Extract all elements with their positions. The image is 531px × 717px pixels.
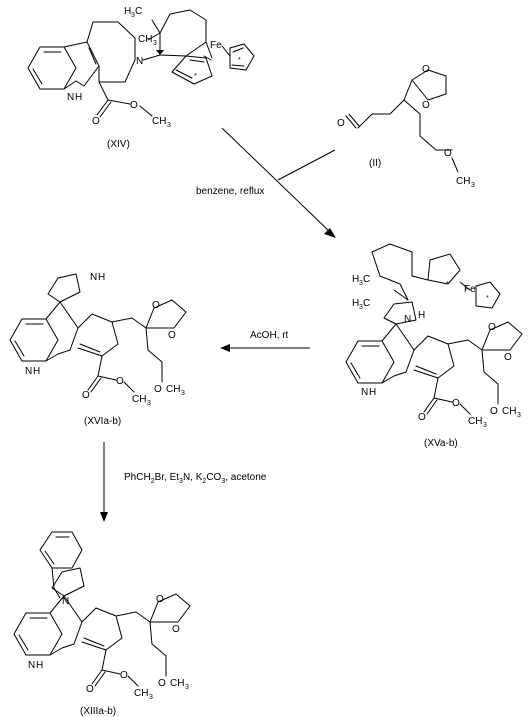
ch3-3: 3 xyxy=(153,40,157,47)
h3c-h: H xyxy=(124,6,131,17)
xva-dox-o2: O xyxy=(504,352,512,363)
dox-o1: O xyxy=(422,64,430,75)
compound-xvia: N H N H O O CH 3 O O O CH 3 xyxy=(9,272,187,407)
xiiia-ester-o: O xyxy=(120,670,128,681)
arrow-step2 xyxy=(220,344,310,352)
star-2: * xyxy=(238,57,241,64)
xva-star-1: * xyxy=(446,281,449,288)
ome-o: O xyxy=(444,148,452,159)
xiiia-ome-ch: CH xyxy=(170,678,184,689)
ester-o: O xyxy=(130,100,138,111)
xva-nh-n: N xyxy=(361,387,368,398)
compound-xva: N N H H O O CH 3 O O O CH 3 H 3 C H 3 C … xyxy=(345,243,523,429)
nh-n: N xyxy=(67,92,74,103)
xva-fe: Fe xyxy=(464,284,476,295)
xva-ome-ch: CH xyxy=(502,406,516,417)
xva-dox-o1: O xyxy=(488,322,496,333)
label-ii: (II) xyxy=(369,158,381,169)
xva-ch: CH xyxy=(468,416,482,427)
xvia-ind-n: N xyxy=(25,366,32,377)
carbonyl-o: O xyxy=(92,116,100,127)
xiiia-carbonyl-o: O xyxy=(86,684,94,695)
xvia-dox-o1: O xyxy=(152,300,160,311)
xva-ome-3: 3 xyxy=(517,412,521,419)
ome-ch: CH xyxy=(456,176,470,187)
h3c-c: C xyxy=(135,6,142,17)
xva-h3c-h: H xyxy=(352,274,359,285)
xvia-carbonyl-o: O xyxy=(82,390,90,401)
xva-star-2: * xyxy=(486,295,489,302)
xva-ome-o: O xyxy=(490,406,498,417)
cond-step3: PhCH2Br, Et3N, K2CO3, acetone xyxy=(124,472,267,485)
xva-n: N xyxy=(404,314,411,325)
xvia-nh-n: N xyxy=(90,272,97,283)
compound-xiiia: N N H O O CH 3 O O O CH 3 xyxy=(13,531,191,701)
xiiia-ch: CH xyxy=(134,688,148,699)
xvia-ch: CH xyxy=(132,394,146,405)
xvia-ind-h: H xyxy=(33,366,40,377)
xva-ester-o: O xyxy=(452,398,460,409)
xiiia-nh-h: H xyxy=(36,660,43,671)
dox-o2: O xyxy=(422,100,430,111)
xva-h3c2-c: C xyxy=(363,298,370,309)
xiiia-n: N xyxy=(62,596,69,607)
cond-step2: AcOH, rt xyxy=(250,330,289,341)
xiiia-dox-o1: O xyxy=(156,594,164,605)
xva-carbonyl-o: O xyxy=(418,412,426,423)
arrow-step1 xyxy=(221,127,336,238)
xva-h3c-3: 3 xyxy=(359,280,363,287)
star-1: * xyxy=(194,73,197,80)
label-xva-b: (XVa-b) xyxy=(424,438,458,449)
ome-3: 3 xyxy=(471,182,475,189)
ch3-label: CH xyxy=(138,34,152,45)
compound-xiv: N H N O O CH 3 H 3 C CH 3 Fe * * xyxy=(27,6,255,129)
xvia-ester-o: O xyxy=(116,376,124,387)
fe-label: Fe xyxy=(210,40,222,51)
nh-h: H xyxy=(75,92,82,103)
xiiia-ome-3: 3 xyxy=(185,684,189,691)
xva-h3c2-h: H xyxy=(352,298,359,309)
label-xiiia-b: (XIIIa-b) xyxy=(80,706,116,717)
xva-h: H xyxy=(418,310,425,321)
label-xiv: (XIV) xyxy=(107,139,130,150)
xiiia-ch-3: 3 xyxy=(149,694,153,701)
ald-o: O xyxy=(337,118,345,129)
xvia-ch-3: 3 xyxy=(147,400,151,407)
methyl-ch: CH xyxy=(152,116,166,127)
xva-h3c2-3: 3 xyxy=(359,304,363,311)
xvia-ome-3: 3 xyxy=(181,390,185,397)
xiiia-dox-o2: O xyxy=(172,624,180,635)
xvia-ome-o: O xyxy=(154,384,162,395)
methyl-3: 3 xyxy=(167,122,171,129)
xvia-nh-h: H xyxy=(98,272,105,283)
compound-ii: O O O O CH 3 xyxy=(337,64,475,189)
cond-step1: benzene, reflux xyxy=(196,186,264,197)
amine-n: N xyxy=(136,56,143,67)
xiiia-ome-o: O xyxy=(158,678,166,689)
xva-h3c-c: C xyxy=(363,274,370,285)
h3c-3: 3 xyxy=(131,12,135,19)
xva-nh-h: H xyxy=(369,387,376,398)
xiiia-nh-n: N xyxy=(28,660,35,671)
xvia-ome-ch: CH xyxy=(166,384,180,395)
label-xvia-b: (XVIa-b) xyxy=(84,416,121,427)
xvia-dox-o2: O xyxy=(168,330,176,341)
arrow-step3 xyxy=(100,442,108,522)
xva-ch-3: 3 xyxy=(483,422,487,429)
